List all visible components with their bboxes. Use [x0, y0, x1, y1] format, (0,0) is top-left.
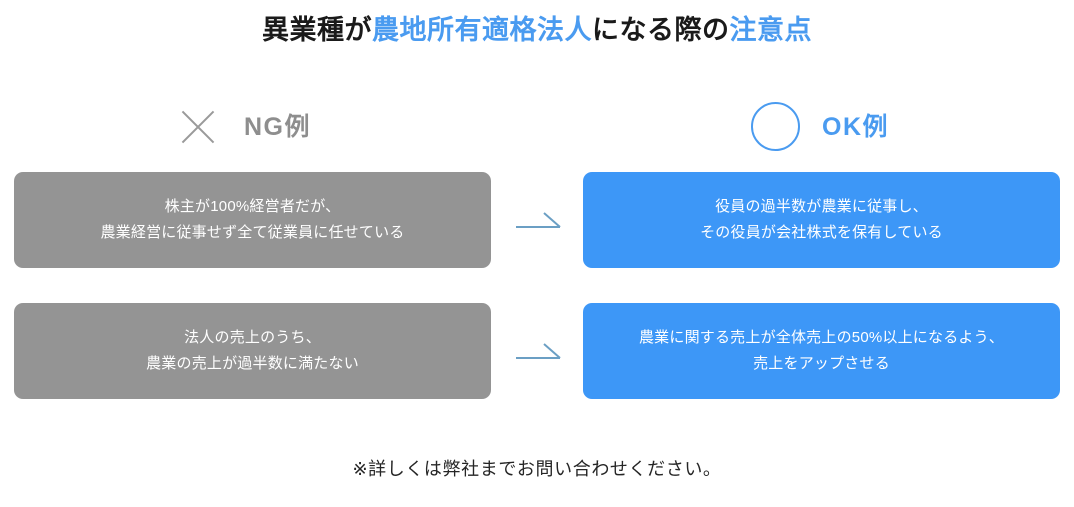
- ng-box-row-1-line-2: 農業経営に従事せず全て従業員に任せている: [100, 224, 405, 241]
- column-header-ng: NG例: [170, 98, 311, 156]
- title-segment-plain-2: になる際の: [592, 15, 730, 45]
- ng-box-row-1-text: 株主が100%経営者だが、 農業経営に従事せず全て従業員に任せている: [100, 194, 404, 246]
- x-mark-icon: [170, 99, 226, 155]
- ok-box-row-2-line-2: 売上をアップさせる: [753, 355, 890, 372]
- title-segment-plain-1: 異業種が: [262, 15, 372, 45]
- footnote: ※詳しくは弊社までお問い合わせください。: [352, 459, 722, 479]
- page-title: 異業種が農地所有適格法人になる際の注意点: [0, 13, 1074, 47]
- ng-box-row-2-line-1: 法人の売上のうち、: [184, 329, 321, 346]
- ok-box-row-2-text: 農業に関する売上が全体売上の50%以上になるよう、 売上をアップさせる: [639, 325, 1004, 377]
- ok-box-row-2-line-1: 農業に関する売上が全体売上の50%以上になるよう、: [638, 329, 1005, 346]
- ng-box-row-2: 法人の売上のうち、 農業の売上が過半数に満たない: [14, 303, 491, 399]
- column-header-ok: OK例: [748, 98, 889, 156]
- ng-box-row-2-line-2: 農業の売上が過半数に満たない: [146, 355, 359, 372]
- column-label-ng: NG例: [244, 112, 312, 141]
- ng-box-row-1: 株主が100%経営者だが、 農業経営に従事せず全て従業員に任せている: [14, 172, 491, 268]
- ok-box-row-1-line-2: その役員が会社株式を保有している: [700, 224, 943, 241]
- arrow-right-icon-row-2: [516, 343, 561, 359]
- ok-box-row-2: 農業に関する売上が全体売上の50%以上になるよう、 売上をアップさせる: [583, 303, 1060, 399]
- ok-box-row-1-line-1: 役員の過半数が農業に従事し、: [715, 198, 928, 215]
- ok-box-row-1: 役員の過半数が農業に従事し、 その役員が会社株式を保有している: [583, 172, 1060, 268]
- arrow-right-icon-row-1: [516, 212, 561, 228]
- ng-box-row-1-line-1: 株主が100%経営者だが、: [164, 198, 341, 215]
- title-segment-accent-1: 農地所有適格法人: [372, 15, 592, 45]
- ok-box-row-1-text: 役員の過半数が農業に従事し、 その役員が会社株式を保有している: [700, 194, 943, 246]
- circle-mark-icon: [748, 99, 804, 155]
- ng-box-row-2-text: 法人の売上のうち、 農業の売上が過半数に満たない: [146, 325, 359, 377]
- title-segment-accent-2: 注意点: [729, 15, 812, 45]
- column-label-ok: OK例: [822, 112, 890, 141]
